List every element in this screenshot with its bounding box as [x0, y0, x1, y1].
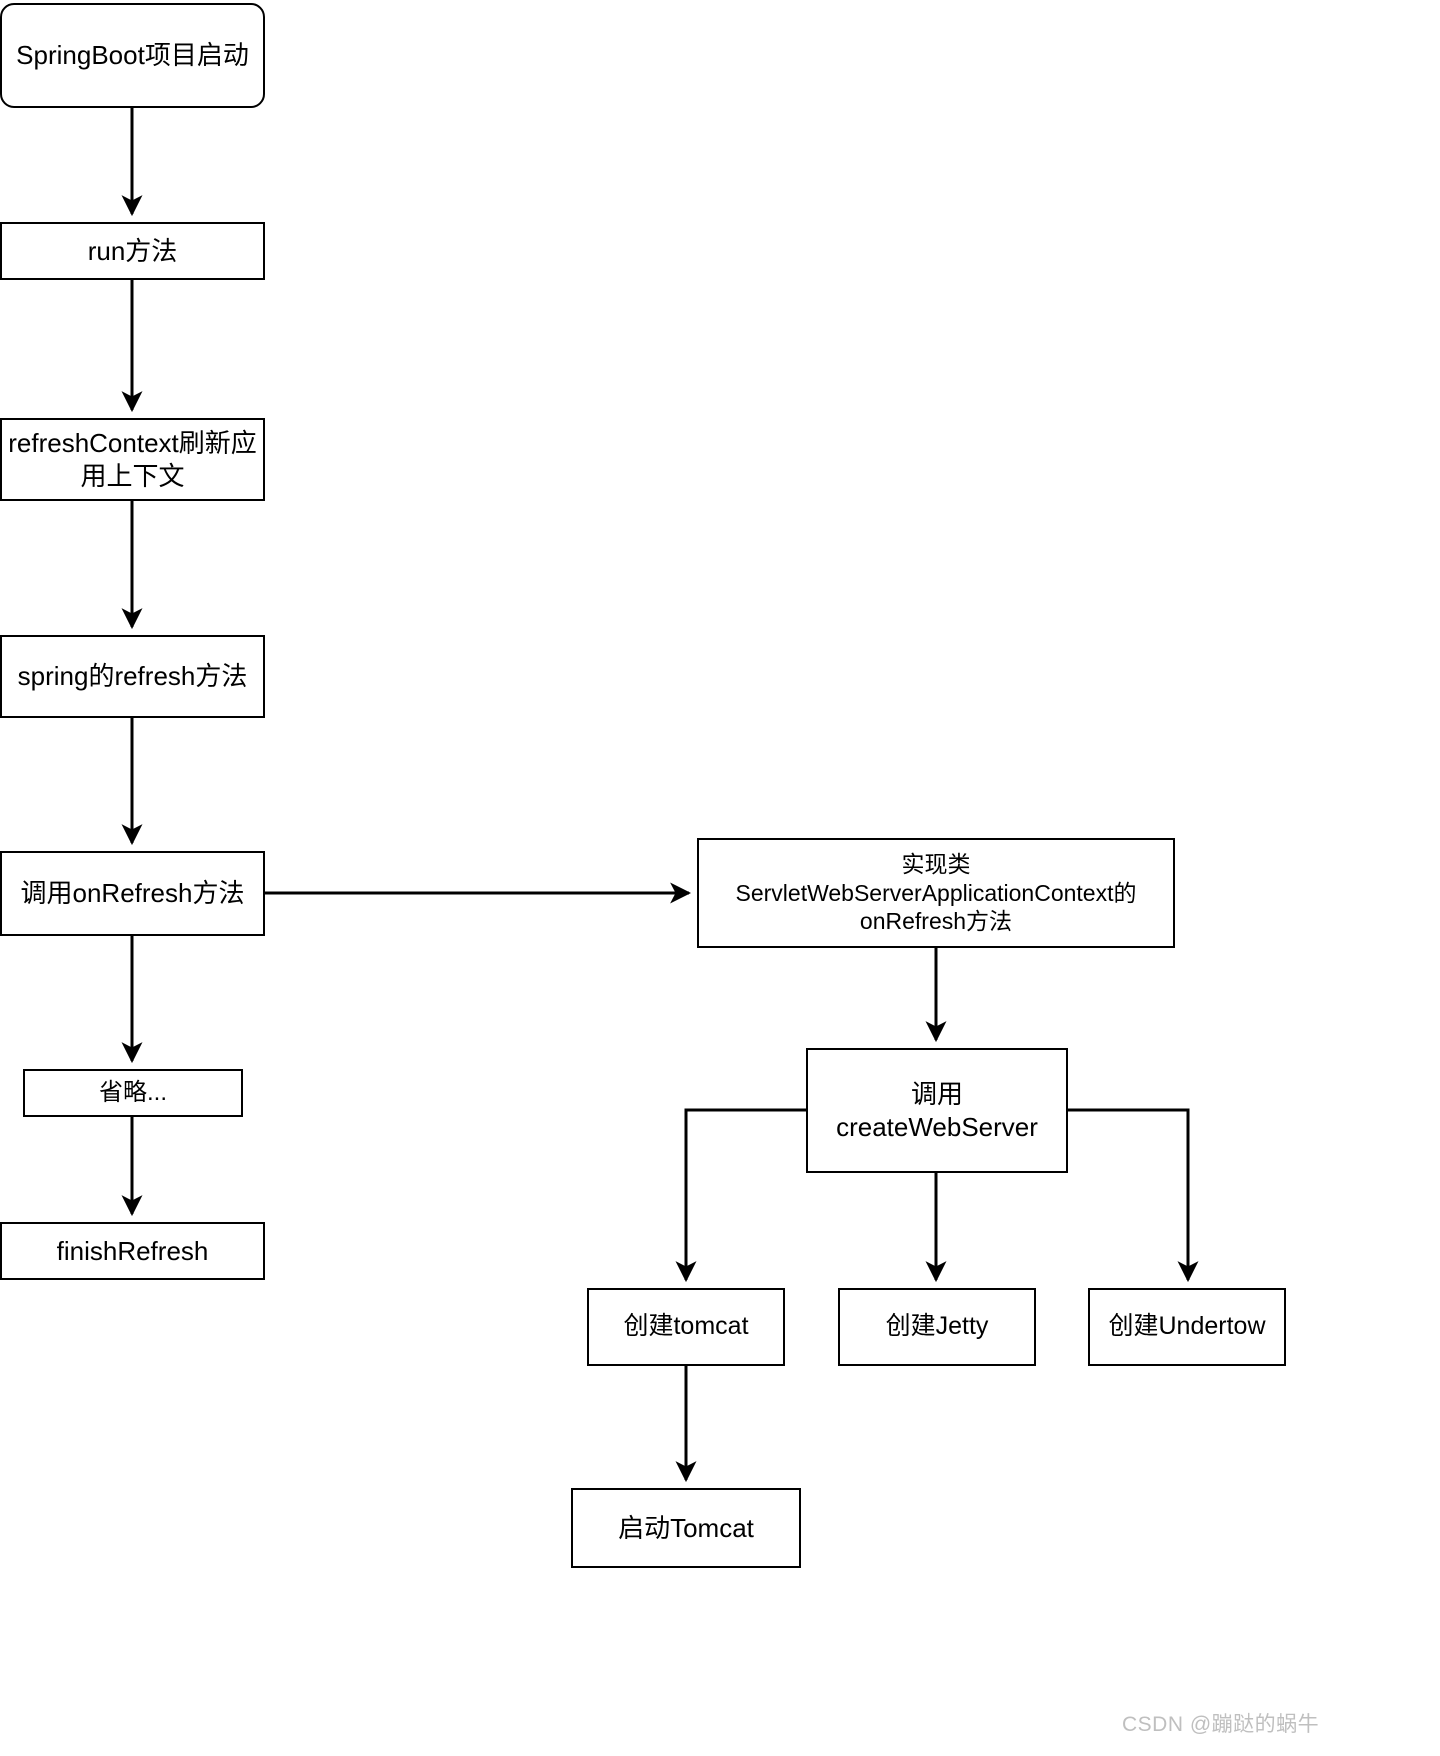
csdn-watermark: CSDN @蹦跶的蜗牛 — [1122, 1713, 1320, 1736]
node-label: 创建Jetty — [885, 1312, 989, 1341]
node-label: 创建Undertow — [1108, 1312, 1266, 1341]
edge-createwebserver-to-tomcat — [675, 1108, 806, 1283]
node-start-tomcat[interactable]: 启动Tomcat — [571, 1488, 801, 1568]
node-run-method[interactable]: run方法 — [0, 222, 265, 280]
node-label: 调用onRefresh方法 — [20, 878, 245, 909]
node-create-undertow[interactable]: 创建Undertow — [1088, 1288, 1286, 1366]
node-servlet-webserver-application-context-onrefresh[interactable]: 实现类 ServletWebServerApplicationContext的 … — [697, 838, 1175, 948]
edge-createwebserver-to-undertow — [1068, 1108, 1199, 1283]
node-label: 创建tomcat — [623, 1312, 749, 1341]
node-call-onrefresh-method[interactable]: 调用onRefresh方法 — [0, 851, 265, 936]
node-springboot-start[interactable]: SpringBoot项目启动 — [0, 3, 265, 108]
node-label: 省略... — [98, 1079, 167, 1106]
node-label: 实现类 ServletWebServerApplicationContext的 … — [735, 850, 1137, 935]
node-label: SpringBoot项目启动 — [16, 40, 249, 71]
node-refresh-context[interactable]: refreshContext刷新应 用上下文 — [0, 418, 265, 501]
node-label: 启动Tomcat — [618, 1512, 754, 1543]
node-spring-refresh-method[interactable]: spring的refresh方法 — [0, 635, 265, 718]
node-label: spring的refresh方法 — [17, 661, 248, 692]
node-omitted[interactable]: 省略... — [23, 1069, 243, 1117]
node-label: 调用createWebServer — [836, 1079, 1038, 1142]
node-create-tomcat[interactable]: 创建tomcat — [587, 1288, 785, 1366]
node-create-jetty[interactable]: 创建Jetty — [838, 1288, 1036, 1366]
node-call-createwebserver[interactable]: 调用createWebServer — [806, 1048, 1068, 1173]
node-label: run方法 — [87, 235, 178, 266]
node-label: refreshContext刷新应 用上下文 — [8, 428, 257, 491]
node-finish-refresh[interactable]: finishRefresh — [0, 1222, 265, 1280]
node-label: finishRefresh — [56, 1235, 209, 1266]
